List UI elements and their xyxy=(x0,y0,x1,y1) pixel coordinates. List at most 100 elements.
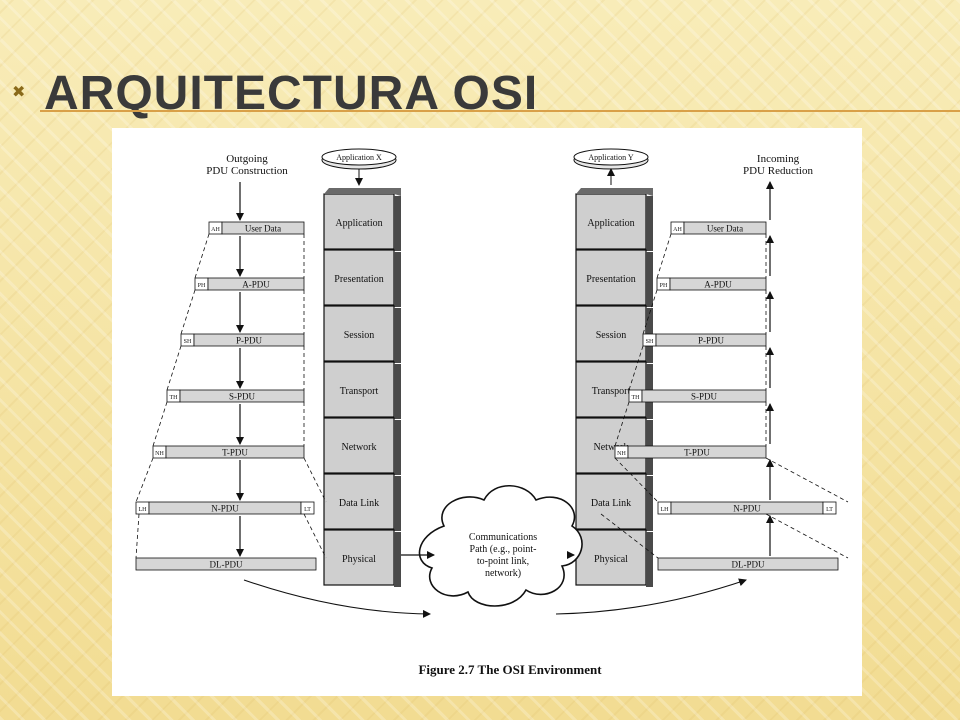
layer-label: Presentation xyxy=(334,274,383,285)
dashed-guide-left xyxy=(180,289,196,335)
pdu-label: DL-PDU xyxy=(210,560,243,570)
pdu-bar xyxy=(165,445,305,459)
slide-header: ✖ ARQUITECTURA OSI xyxy=(0,0,960,130)
dashed-guide-left xyxy=(614,457,659,503)
link-trailer xyxy=(300,501,315,515)
layer-label: Presentation xyxy=(586,274,635,285)
layer-physical-left xyxy=(323,529,395,586)
layer-presentation-right xyxy=(575,249,647,306)
communications-cloud xyxy=(418,485,583,607)
pdu-label: N-PDU xyxy=(211,504,239,514)
layer-label: Session xyxy=(596,330,627,341)
layer-shadow xyxy=(394,196,401,251)
link-trailer xyxy=(822,501,837,515)
dashed-guide-left xyxy=(600,513,659,559)
pdu-label: P-PDU xyxy=(236,336,263,346)
pdu-bar xyxy=(655,333,767,347)
application-x-oval-label: Application X xyxy=(336,153,382,162)
layer-shadow xyxy=(394,476,401,531)
pdu-bar xyxy=(207,277,305,291)
layer-data-link-right xyxy=(575,473,647,530)
communications-path-label: to-point link, xyxy=(477,556,529,567)
layer-network-left xyxy=(323,417,395,474)
layer-shadow xyxy=(646,532,653,587)
dashed-guide-right xyxy=(765,513,849,559)
pdu-label: S-PDU xyxy=(691,392,718,402)
pdu-label: S-PDU xyxy=(229,392,256,402)
dashed-guide-left xyxy=(656,233,672,279)
link-trailer-label: LT xyxy=(304,507,311,513)
pdu-bar xyxy=(179,389,305,403)
pdu-header-label: NH xyxy=(155,451,164,457)
layer-presentation-left xyxy=(323,249,395,306)
link-header-label: LH xyxy=(139,507,148,513)
pdu-row-left: LH N-PDU LT xyxy=(135,501,315,515)
figure-caption: Figure 2.7 The OSI Environment xyxy=(418,662,602,677)
pdu-label: A-PDU xyxy=(704,280,732,290)
layer-shadow xyxy=(394,308,401,363)
outgoing-pdu-label: PDU Construction xyxy=(206,165,288,177)
incoming-pdu-label: Incoming xyxy=(757,153,800,165)
layer-label: Session xyxy=(344,330,375,341)
application-x-oval-top xyxy=(321,148,397,166)
layer-stack-right: ApplicationPresentationSessionTransportN… xyxy=(575,188,653,587)
bullet-x-icon: ✖ xyxy=(12,82,26,101)
layer-shadow xyxy=(646,196,653,251)
dashed-guide-right xyxy=(765,457,849,503)
dashed-guide-left xyxy=(194,233,210,279)
layer-network-right xyxy=(575,417,647,474)
transmission-arc-left xyxy=(243,579,431,618)
pdu-row-right: DL-PDU xyxy=(657,557,839,571)
pdu-label: User Data xyxy=(245,224,281,234)
application-y-oval-top xyxy=(573,148,649,166)
pdu-bar xyxy=(683,221,767,235)
pdu-bar xyxy=(669,277,767,291)
pdu-header-label: PH xyxy=(198,283,206,289)
dashed-guide-left xyxy=(135,513,140,559)
pdu-header-label: AH xyxy=(211,227,220,233)
dashed-guide-right xyxy=(303,513,327,559)
pdu-header-label: TH xyxy=(170,395,179,401)
layer-shadow xyxy=(394,532,401,587)
pdu-row-left: AH User Data xyxy=(208,221,305,235)
incoming-pdu-label: PDU Reduction xyxy=(743,165,813,177)
layer-transport-right xyxy=(575,361,647,418)
communications-path-label: Path (e.g., point- xyxy=(470,544,537,555)
layer-shadow xyxy=(394,364,401,419)
pdu-header-label: NH xyxy=(617,451,626,457)
pdu-label: T-PDU xyxy=(684,448,710,458)
dashed-guide-left xyxy=(614,401,630,447)
layer-label: Application xyxy=(587,218,634,229)
dashed-guide-left xyxy=(166,345,182,391)
layer-label: Network xyxy=(342,442,377,453)
layer-shadow xyxy=(394,252,401,307)
pdu-row-right: LH N-PDU LT xyxy=(657,501,837,515)
layer-label: Transport xyxy=(592,386,631,397)
layer-session-right xyxy=(575,305,647,362)
slide-title: ARQUITECTURA OSI xyxy=(44,67,539,120)
layer-data-link-left xyxy=(323,473,395,530)
layer-label: Transport xyxy=(340,386,379,397)
layer-physical-right xyxy=(575,529,647,586)
pdu-bar xyxy=(135,557,317,571)
layer-label: Data Link xyxy=(339,498,379,509)
link-trailer-label: LT xyxy=(826,507,833,513)
layer-application-right xyxy=(575,193,647,250)
link-header-label: LH xyxy=(661,507,670,513)
title-underline xyxy=(40,110,960,112)
pdu-row-right: NH T-PDU xyxy=(614,445,767,459)
dashed-guide-left xyxy=(642,289,658,335)
pdu-label: N-PDU xyxy=(733,504,761,514)
layer-label: Physical xyxy=(594,554,628,565)
dashed-guide-left xyxy=(152,401,168,447)
communications-path-label: network) xyxy=(485,568,521,579)
pdu-label: DL-PDU xyxy=(732,560,765,570)
